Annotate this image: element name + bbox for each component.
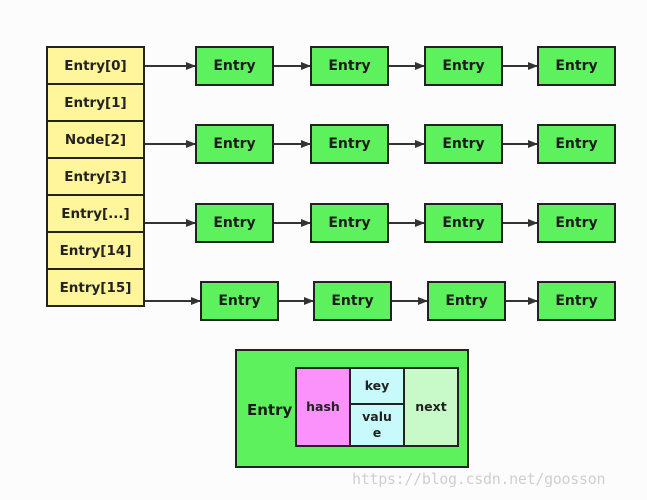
chain-0-node-1: Entry xyxy=(310,46,389,86)
bucket-14: Entry[14] xyxy=(46,231,145,270)
chain-0-node-2: Entry xyxy=(424,46,503,86)
watermark: https://blog.csdn.net/goosson xyxy=(352,470,606,488)
bucket-0: Entry[0] xyxy=(46,46,145,85)
bucket-ellipsis: Entry[...] xyxy=(46,194,145,233)
bucket-15: Entry[15] xyxy=(46,268,145,307)
entry-structure-legend: Entry hash key value next xyxy=(235,349,469,468)
field-key: key xyxy=(349,367,405,405)
bucket-array: Entry[0] Entry[1] Node[2] Entry[3] Entry… xyxy=(46,46,145,307)
chain-3-node-1: Entry xyxy=(313,281,392,321)
chain-3-node-3: Entry xyxy=(537,281,616,321)
chain-3-node-0: Entry xyxy=(200,281,279,321)
chain-0-node-0: Entry xyxy=(195,46,274,86)
chain-3-node-2: Entry xyxy=(427,281,506,321)
field-next: next xyxy=(403,367,459,447)
chain-1-node-3: Entry xyxy=(537,124,616,164)
chain-2-node-2: Entry xyxy=(424,203,503,243)
chain-1-node-2: Entry xyxy=(424,124,503,164)
bucket-2: Node[2] xyxy=(46,120,145,159)
chain-1-node-1: Entry xyxy=(310,124,389,164)
chain-2-node-3: Entry xyxy=(537,203,616,243)
chain-2-node-0: Entry xyxy=(195,203,274,243)
legend-title: Entry xyxy=(247,401,293,419)
chain-0-node-3: Entry xyxy=(537,46,616,86)
field-hash: hash xyxy=(295,367,351,447)
chain-2-node-1: Entry xyxy=(310,203,389,243)
field-value: value xyxy=(349,403,405,447)
chain-1-node-0: Entry xyxy=(195,124,274,164)
